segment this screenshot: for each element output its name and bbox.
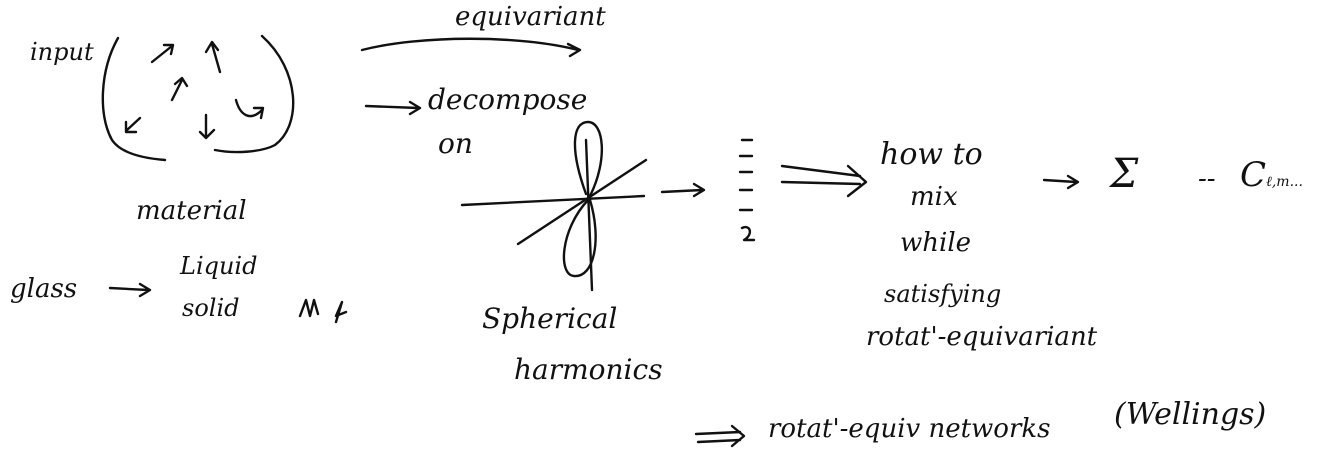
material-label: material bbox=[136, 196, 247, 226]
spherical-label: Spherical bbox=[482, 302, 618, 335]
rotat-equivariant-label: rotat'-equivariant bbox=[866, 322, 1098, 352]
double-arrow bbox=[780, 164, 868, 198]
harmonics-label: harmonics bbox=[514, 353, 663, 386]
how-to-label: how to bbox=[880, 137, 983, 172]
vector-arrow bbox=[204, 40, 222, 74]
while-label: while bbox=[900, 228, 972, 258]
vector-arrow bbox=[124, 116, 142, 134]
coefficient-column bbox=[738, 138, 756, 242]
equivariant-label: equivariant bbox=[455, 2, 606, 32]
glass-arrow bbox=[108, 282, 152, 298]
vector-arrow bbox=[170, 76, 189, 102]
harmonic-axis-vertical bbox=[584, 138, 594, 292]
wellings-citation: (Wellings) bbox=[1114, 397, 1267, 432]
dashes-mark: -- bbox=[1198, 164, 1216, 194]
coeff-arrow bbox=[660, 182, 706, 198]
decompose-label: decompose bbox=[428, 83, 588, 116]
harmonic-axis-diagonal bbox=[516, 158, 648, 246]
vector-arrow bbox=[198, 113, 216, 140]
rotat-equiv-networks-label: rotat'-equiv networks bbox=[768, 414, 1051, 444]
mix-label: mix bbox=[910, 182, 958, 212]
coefficient-subscript: ℓ,m... bbox=[1266, 174, 1303, 190]
input-left-bracket bbox=[101, 36, 167, 162]
equivariant-arc bbox=[360, 37, 582, 58]
solid-label: solid bbox=[182, 294, 240, 322]
harmonic-lobe-lower bbox=[562, 198, 597, 278]
scribble-mark bbox=[298, 298, 348, 324]
coefficient-letter: C bbox=[1240, 155, 1267, 195]
input-label: input bbox=[30, 38, 94, 66]
on-label: on bbox=[438, 127, 473, 160]
glass-label: glass bbox=[10, 274, 78, 304]
vector-arrow bbox=[150, 43, 175, 64]
harmonic-lobe-upper bbox=[573, 120, 603, 198]
liquid-label: Liquid bbox=[180, 252, 258, 280]
vector-arrow bbox=[234, 98, 265, 120]
networks-arrow bbox=[694, 424, 746, 448]
sigma-arrow bbox=[1042, 174, 1080, 190]
decompose-arrow bbox=[364, 100, 422, 116]
harmonic-axis-horizontal bbox=[460, 194, 646, 207]
coefficient-symbol: Cℓ,m... bbox=[1240, 158, 1303, 192]
input-right-bracket bbox=[213, 34, 295, 154]
sigma-symbol: Σ bbox=[1110, 151, 1139, 197]
satisfying-label: satisfying bbox=[884, 280, 1002, 308]
